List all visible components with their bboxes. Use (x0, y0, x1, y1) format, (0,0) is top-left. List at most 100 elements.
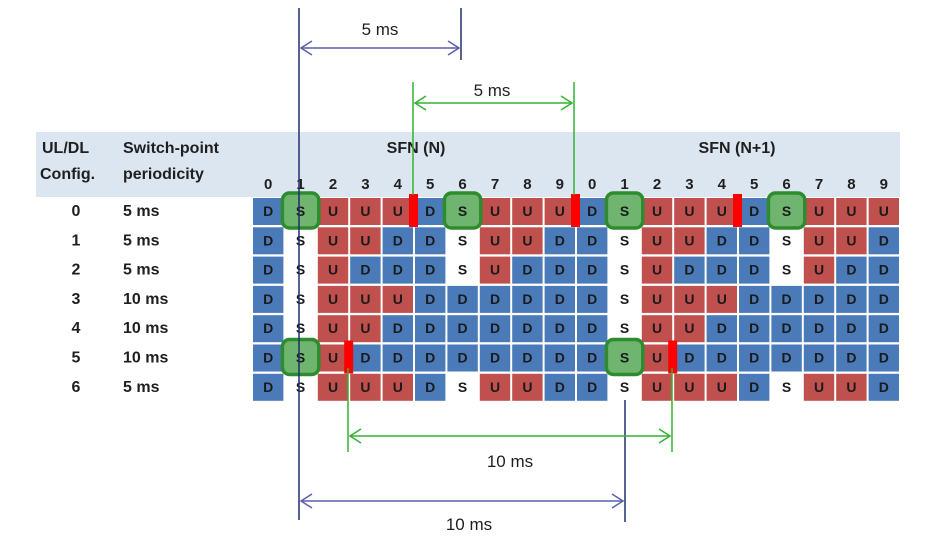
downlink-subframe (836, 256, 867, 284)
uplink-subframe (803, 198, 835, 225)
subframe-letter: D (458, 320, 468, 336)
downlink-subframe (415, 373, 446, 401)
uplink-subframe (674, 373, 705, 401)
downlink-subframe (544, 285, 575, 313)
downlink-subframe (739, 344, 770, 372)
subframe-letter: U (522, 379, 532, 395)
downlink-subframe (803, 285, 835, 313)
downlink-subframe (512, 315, 543, 343)
subframe-letter: D (749, 232, 759, 248)
special-subframe (285, 373, 316, 401)
subframe-letter: S (620, 232, 629, 248)
highlight-letter: S (458, 203, 467, 219)
subframe-letter: U (717, 291, 727, 307)
subframe-letter: D (263, 350, 273, 366)
subframe-letter: D (749, 291, 759, 307)
subframe-letter: S (296, 320, 305, 336)
downlink-subframe (771, 315, 802, 343)
uplink-subframe (317, 227, 349, 255)
special-subframe-highlight (280, 191, 321, 230)
uplink-subframe (803, 256, 835, 284)
downlink-subframe (253, 315, 284, 343)
subframe-letter: S (296, 262, 305, 278)
subframe-letter: U (360, 379, 370, 395)
subframe-number: 2 (653, 176, 661, 193)
switch-point-marker (571, 194, 580, 227)
subframe-number: 1 (620, 176, 628, 193)
config-id: 1 (72, 232, 81, 249)
downlink-subframe (415, 256, 446, 284)
downlink-subframe (415, 198, 446, 225)
uplink-subframe (382, 285, 413, 313)
subframe-letter: D (717, 262, 727, 278)
period-header-line2: periodicity (123, 166, 204, 183)
subframe-letter: D (587, 203, 597, 219)
subframe-grid: DSUUUDSUUUDSUUUDSUUUDSUUDDSUUDDSUUDDSUUD… (253, 198, 899, 401)
downlink-subframe (577, 285, 608, 313)
subframe-letter: U (652, 350, 662, 366)
subframe-letter: D (263, 203, 273, 219)
subframe-number: 9 (880, 176, 888, 193)
frame-n1-header: SFN (N+1) (699, 140, 776, 157)
downlink-subframe (350, 256, 381, 284)
subframe-letter: D (782, 320, 792, 336)
switch-point-marker (344, 340, 354, 374)
subframe-letter: D (393, 262, 403, 278)
downlink-subframe (512, 344, 543, 372)
subframe-letter: D (555, 320, 565, 336)
subframe-letter: U (328, 291, 338, 307)
subframe-letter: D (587, 262, 597, 278)
subframe-number: 5 (750, 176, 758, 193)
special-subframe (609, 256, 640, 284)
uplink-subframe (479, 256, 511, 284)
subframe-letter: D (555, 379, 565, 395)
downlink-subframe (706, 315, 737, 343)
subframe-letter: U (717, 203, 727, 219)
dimension-arrows: 5 ms 5 ms 10 ms 10 ms (299, 20, 672, 534)
downlink-subframe (447, 315, 478, 343)
subframe-letter: D (425, 320, 435, 336)
switch-point-marker (668, 340, 678, 374)
downlink-subframe (577, 315, 608, 343)
subframe-letter: S (296, 379, 305, 395)
downlink-subframe (544, 344, 575, 372)
uplink-subframe (512, 227, 543, 255)
subframe-number: 1 (296, 176, 304, 193)
subframe-letter: D (749, 320, 759, 336)
downlink-subframe (382, 315, 413, 343)
period-header-line1: Switch-point (123, 140, 220, 157)
downlink-subframe (479, 315, 511, 343)
downlink-subframe (868, 315, 899, 343)
uplink-subframe (317, 344, 349, 372)
subframe-letter: D (879, 379, 889, 395)
subframe-letter: U (360, 291, 370, 307)
config-period: 10 ms (123, 291, 168, 308)
subframe-letter: U (652, 232, 662, 248)
uplink-subframe (350, 198, 381, 225)
uplink-subframe (317, 285, 349, 313)
switch-point-marker (733, 194, 742, 227)
subframe-number: 9 (556, 176, 564, 193)
uplink-subframe (544, 198, 575, 225)
uplink-subframe (479, 227, 511, 255)
subframe-letter: D (749, 203, 759, 219)
subframe-letter: D (749, 379, 759, 395)
subframe-letter: S (296, 291, 305, 307)
config-period: 5 ms (123, 379, 160, 396)
downlink-subframe (479, 285, 511, 313)
downlink-subframe (739, 285, 770, 313)
downlink-subframe (253, 373, 284, 401)
downlink-subframe (544, 373, 575, 401)
config-header-line2: Config. (40, 166, 95, 183)
uplink-subframe (641, 285, 673, 313)
subframe-letter: U (393, 203, 403, 219)
subframe-letter: S (620, 262, 629, 278)
special-subframe-highlight (442, 191, 483, 230)
subframe-letter: U (846, 203, 856, 219)
uplink-subframe (706, 285, 737, 313)
uplink-subframe (674, 315, 705, 343)
config-id: 0 (72, 203, 81, 220)
uplink-subframe (350, 373, 381, 401)
